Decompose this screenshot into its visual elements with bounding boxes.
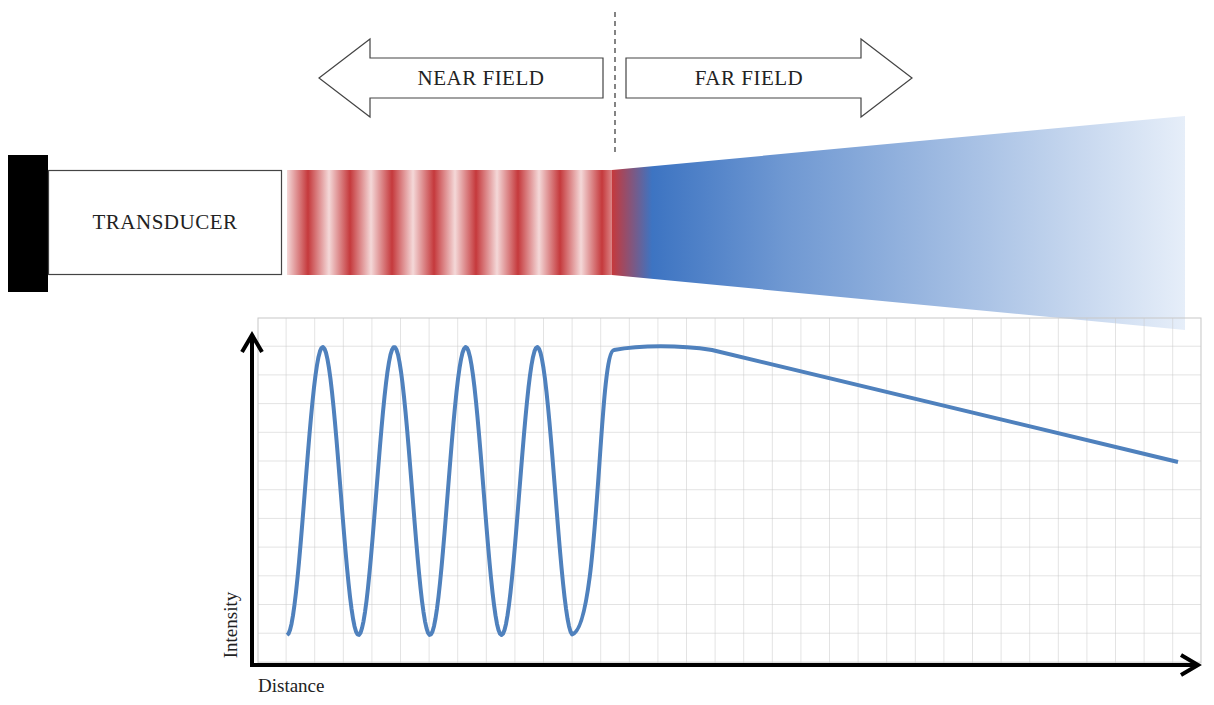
y-axis (242, 335, 262, 665)
near-field-beam (287, 170, 620, 275)
far-field-arrow: FAR FIELD (625, 38, 913, 118)
boundary-line (614, 12, 615, 152)
x-axis (250, 655, 1198, 675)
node-label: FAR FIELD (695, 66, 804, 91)
axis-label: Intensity (220, 592, 242, 659)
intensity-curve (287, 346, 1178, 635)
axis-label: Distance (258, 675, 324, 697)
transducer-box: TRANSDUCER (48, 170, 282, 275)
near-field-arrow: NEAR FIELD (318, 38, 604, 118)
far-field-beam (612, 116, 1185, 330)
node-label: TRANSDUCER (92, 210, 237, 235)
chart-grid (258, 318, 1201, 663)
transducer-backing (8, 155, 48, 292)
node-label: NEAR FIELD (418, 66, 545, 91)
